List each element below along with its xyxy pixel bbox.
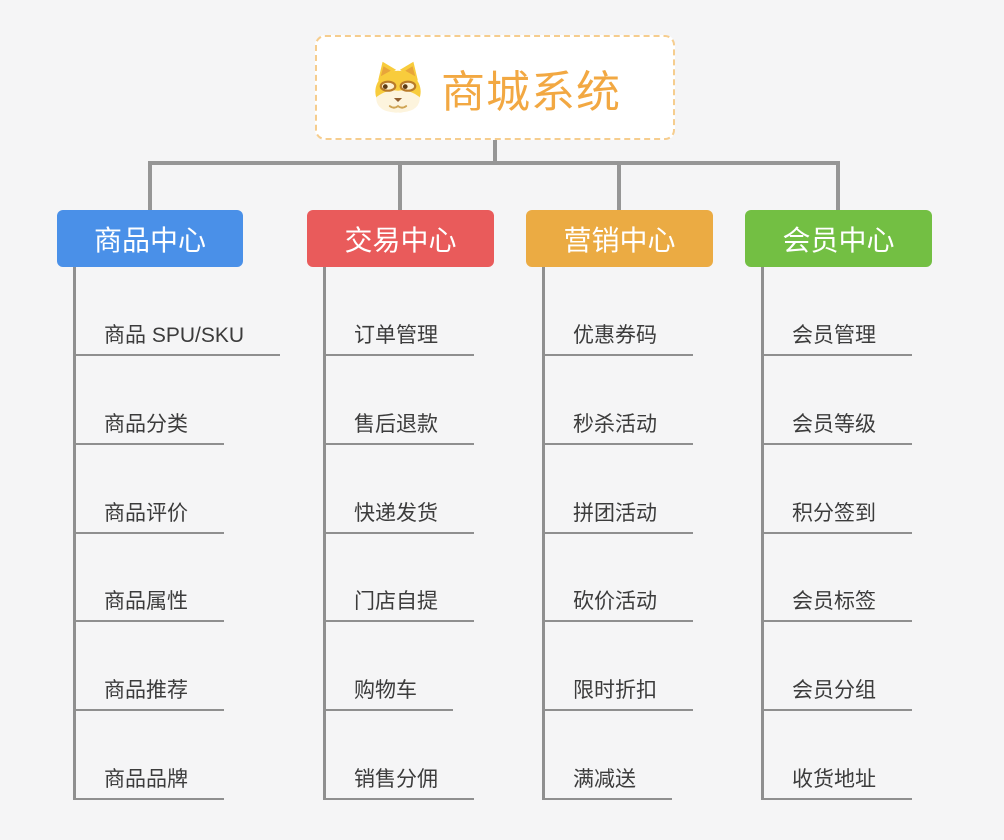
branch-topic-marketing-center[interactable]: 营销中心 — [526, 210, 713, 267]
subtopic[interactable]: 售后退款 — [323, 412, 474, 445]
subtopic[interactable]: 会员管理 — [761, 323, 912, 356]
subtopic[interactable]: 商品品牌 — [73, 767, 224, 800]
branch-topic-trade-center[interactable]: 交易中心 — [307, 210, 494, 267]
branch-drop-line — [148, 161, 152, 210]
subtopic[interactable]: 砍价活动 — [542, 589, 693, 622]
subtopic[interactable]: 会员标签 — [761, 589, 912, 622]
root-topic-title: 商城系统 — [441, 67, 621, 117]
subtopic[interactable]: 收货地址 — [761, 767, 912, 800]
subtopic[interactable]: 会员分组 — [761, 678, 912, 711]
subtopic[interactable]: 限时折扣 — [542, 678, 693, 711]
subtopic[interactable]: 满减送 — [542, 767, 672, 800]
branch-drop-line — [836, 161, 840, 210]
subtopic[interactable]: 积分签到 — [761, 501, 912, 534]
subtopic[interactable]: 商品 SPU/SKU — [73, 323, 281, 356]
subtopic[interactable]: 商品属性 — [73, 589, 224, 622]
subtopic[interactable]: 订单管理 — [323, 323, 474, 356]
root-connector-line — [493, 140, 497, 163]
subtopic[interactable]: 秒杀活动 — [542, 412, 693, 445]
subtopic[interactable]: 快递发货 — [323, 501, 474, 534]
branch-topic-product-center[interactable]: 商品中心 — [57, 210, 243, 267]
subtopic[interactable]: 商品推荐 — [73, 678, 224, 711]
branch-bus-line — [148, 161, 840, 165]
branch-topic-member-center[interactable]: 会员中心 — [745, 210, 932, 267]
branch-drop-line — [617, 161, 621, 210]
subtopic[interactable]: 商品评价 — [73, 501, 224, 534]
root-topic[interactable]: 商城系统 — [315, 35, 675, 140]
subtopic[interactable]: 购物车 — [323, 678, 453, 711]
subtopic[interactable]: 拼团活动 — [542, 501, 693, 534]
subtopic[interactable]: 销售分佣 — [323, 767, 474, 800]
subtopic[interactable]: 门店自提 — [323, 589, 474, 622]
subtopic[interactable]: 会员等级 — [761, 412, 912, 445]
doge-face-icon — [375, 61, 421, 112]
branch-drop-line — [398, 161, 402, 210]
subtopic[interactable]: 商品分类 — [73, 412, 224, 445]
subtopic[interactable]: 优惠券码 — [542, 323, 693, 356]
